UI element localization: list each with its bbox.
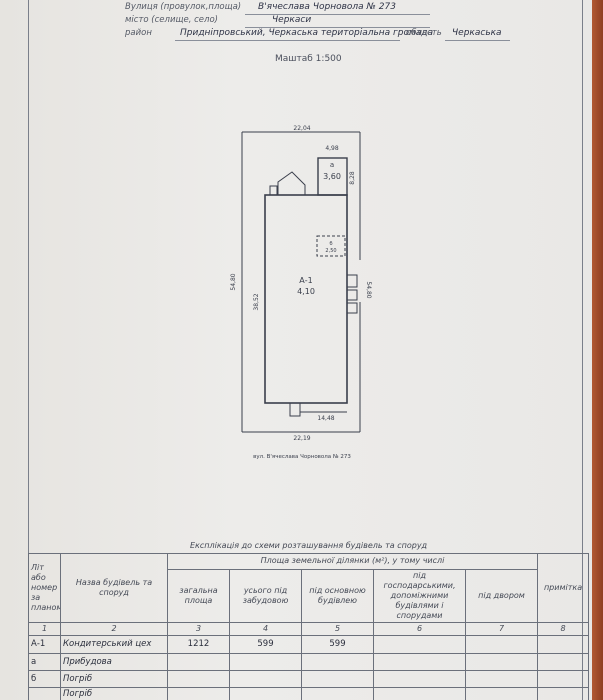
col-number: 5 [301, 621, 374, 636]
row-yard [465, 652, 538, 671]
table-row: Погріб [28, 686, 590, 700]
col-number: 7 [465, 621, 538, 636]
district-value: Придніпровський, Черкаська територіальна… [180, 28, 434, 38]
dim-right-text: 54,80 [365, 281, 372, 298]
row-other [373, 669, 466, 688]
building-annex [317, 157, 348, 196]
district-label: район [125, 28, 152, 38]
row-built [229, 669, 302, 688]
street-value: В'ячеслава Чорновола № 273 [258, 2, 396, 12]
table-caption: Експлікація до схеми розташування будіве… [28, 540, 589, 554]
oblast-underline [445, 40, 510, 41]
table-row: б Погріб [28, 669, 590, 688]
dim-top-text: 22,04 [293, 125, 310, 132]
steps-right-2 [346, 289, 358, 301]
col-number: 6 [373, 621, 466, 636]
row-yard [465, 669, 538, 688]
row-other [373, 652, 466, 671]
col-number: 2 [60, 621, 168, 636]
row-letter: а [28, 652, 61, 671]
street-label: Вулиця (провулок,площа) [125, 2, 242, 12]
row-name: Прибудова [60, 652, 168, 671]
cellar-height: 2,50 [325, 248, 336, 254]
city-value: Черкаси [272, 15, 312, 25]
street-caption: вул. В'ячеслава Чорновола № 273 [253, 454, 351, 460]
row-note [536, 686, 590, 700]
dim-bottom-inner-text: 14,48 [317, 415, 334, 422]
annex-height: 3,60 [323, 172, 341, 181]
col-number: 8 [536, 621, 590, 636]
oblast-label: область [406, 28, 442, 38]
steps-bottom [289, 402, 301, 417]
row-total [167, 686, 230, 700]
main-height: 4,10 [297, 287, 315, 296]
oblast-value: Черкаська [452, 28, 502, 38]
row-letter [28, 686, 61, 700]
col-yard-header: під двором [465, 568, 538, 623]
dim-left-inner-text: 38,52 [253, 293, 260, 310]
row-note [536, 634, 590, 654]
row-built [229, 686, 302, 700]
row-built: 599 [229, 634, 302, 654]
col-other-header: під господарськими, допоміжними будівлям… [373, 568, 466, 623]
row-total [167, 669, 230, 688]
col-note-header: примітка [536, 552, 590, 623]
column-number-row: 1 2 3 4 5 6 7 8 [28, 621, 590, 636]
book-cover-edge [592, 0, 603, 700]
col-total-header: загальна площа [167, 568, 230, 623]
col-number: 1 [28, 621, 61, 636]
row-letter: А-1 [28, 634, 61, 654]
row-main [301, 652, 374, 671]
area-header: Площа земельної ділянки (м²), у тому чис… [167, 552, 538, 570]
district-underline [175, 40, 400, 41]
dim-annex-width-text: 4,98 [325, 145, 339, 152]
row-name: Кондитерський цех [60, 634, 168, 654]
porch-steps [269, 185, 278, 196]
row-name: Погріб [60, 686, 168, 700]
annex-letter: а [330, 161, 334, 169]
site-plan: 22,04 4,98 8,28 а 3,60 б 2,50 А-1 4,10 5… [230, 125, 372, 460]
explication-table: Експлікація до схеми розташування будіве… [28, 540, 590, 700]
row-other [373, 634, 466, 654]
row-built [229, 652, 302, 671]
city-underline [245, 27, 430, 28]
row-main [301, 686, 374, 700]
row-name: Погріб [60, 669, 168, 688]
dim-annex-height-text: 8,28 [349, 171, 356, 185]
row-yard [465, 686, 538, 700]
steps-right-1 [346, 274, 358, 288]
dim-bottom-text: 22,19 [293, 435, 310, 442]
frame-right-line [582, 0, 583, 700]
col-built-header: усього під забудовою [229, 568, 302, 623]
row-note [536, 652, 590, 671]
col-main-header: під основною будівлею [301, 568, 374, 623]
row-note [536, 669, 590, 688]
row-total [167, 652, 230, 671]
city-label: місто (селище, село) [125, 15, 218, 25]
row-main: 599 [301, 634, 374, 654]
building-cellar [316, 235, 346, 257]
row-letter: б [28, 669, 61, 688]
main-letter: А-1 [299, 276, 312, 285]
row-yard [465, 634, 538, 654]
dim-left-outer-text: 54,80 [230, 273, 237, 290]
col-name-header: Назва будівель та споруд [60, 552, 168, 623]
row-total: 1212 [167, 634, 230, 654]
steps-right-3 [346, 302, 358, 314]
porch-outline [277, 171, 306, 195]
building-main [264, 194, 348, 404]
cellar-letter: б [329, 241, 332, 247]
col-number: 3 [167, 621, 230, 636]
row-main [301, 669, 374, 688]
table-row: А-1 Кондитерський цех 1212 599 599 [28, 634, 590, 654]
street-underline [245, 14, 430, 15]
row-other [373, 686, 466, 700]
scale-text: Маштаб 1:500 [275, 54, 342, 64]
frame-left-line [28, 0, 29, 700]
col-number: 4 [229, 621, 302, 636]
table-row: а Прибудова [28, 652, 590, 671]
col-letter-header: Літ або номер за планом [28, 552, 61, 623]
